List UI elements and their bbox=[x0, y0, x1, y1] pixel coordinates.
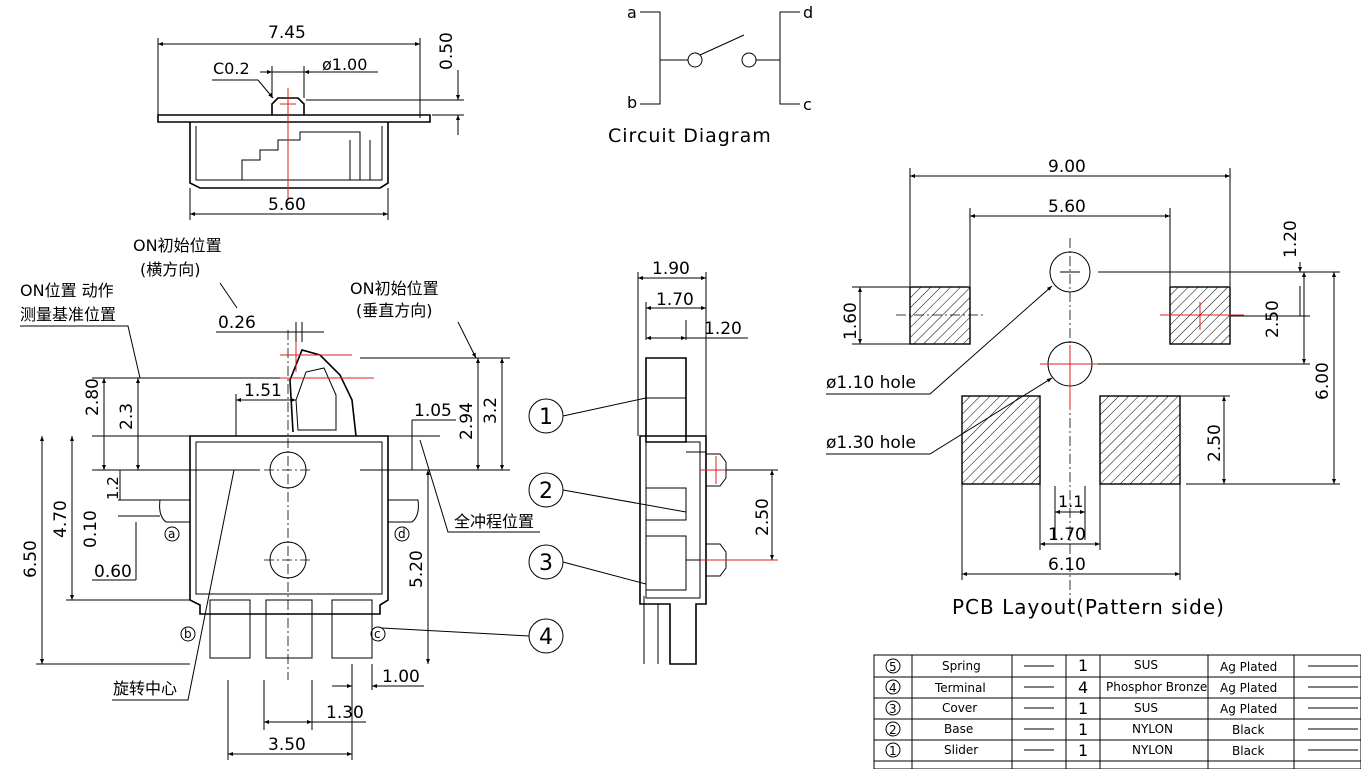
note-full-travel: 全冲程位置 bbox=[454, 512, 534, 531]
dim-dia-1-00: ø1.00 bbox=[322, 55, 367, 74]
bom-row: 3 Cover 1 SUS Ag Plated bbox=[885, 699, 1358, 718]
circuit-label-a: a bbox=[627, 3, 637, 22]
terminal-label-a: a bbox=[168, 527, 175, 541]
pcb-layout: 9.00 5.60 1.20 2.50 6.00 1.60 2.50 bbox=[826, 157, 1340, 619]
circuit-label-b: b bbox=[627, 93, 637, 112]
pcb-hole-1-30: ø1.30 hole bbox=[826, 433, 916, 453]
front-view: ON初始位置 (横方向) ON位置 动作 测量基准位置 ON初始位置 (垂直方向… bbox=[20, 236, 540, 760]
bom-qty: 1 bbox=[1078, 741, 1088, 760]
pcb-dim-2-50-b: 2.50 bbox=[1205, 424, 1225, 462]
dim-6-50: 6.50 bbox=[21, 540, 41, 578]
dim-1-20: 1.20 bbox=[704, 319, 742, 339]
pcb-dim-6-10: 6.10 bbox=[1048, 555, 1086, 575]
note-on-initial-h-2: (横方向) bbox=[140, 260, 201, 279]
dim-4-70: 4.70 bbox=[51, 500, 71, 538]
balloon-4: 4 bbox=[539, 625, 553, 650]
note-on-initial-v-1: ON初始位置 bbox=[350, 279, 439, 298]
pcb-dim-2-50-a: 2.50 bbox=[1263, 300, 1283, 338]
pcb-dim-1-20: 1.20 bbox=[1281, 220, 1301, 258]
bom-material: SUS bbox=[1134, 701, 1158, 715]
circuit-diagram: a b d c Circuit Diagram bbox=[608, 3, 813, 147]
bom-finish: Black bbox=[1232, 744, 1265, 758]
pcb-hole-1-10: ø1.10 hole bbox=[826, 373, 916, 393]
side-view: 1.90 1.70 1.20 2.50 1 2 3 bbox=[381, 259, 778, 665]
bom-finish: Ag Plated bbox=[1220, 702, 1277, 716]
top-view: 7.45 C0.2 ø1.00 0.50 5.60 bbox=[157, 23, 464, 220]
terminal-label-c: c bbox=[374, 627, 381, 641]
balloon-1: 1 bbox=[539, 405, 553, 430]
balloon-3: 3 bbox=[539, 551, 553, 576]
note-on-measure-2: 测量基准位置 bbox=[20, 305, 116, 324]
bom-item-no: 2 bbox=[889, 723, 897, 737]
dim-1-2: 1.2 bbox=[104, 476, 122, 500]
bom-item-no: 3 bbox=[889, 702, 897, 716]
pcb-title: PCB Layout(Pattern side) bbox=[952, 595, 1225, 619]
dim-2-94: 2.94 bbox=[457, 402, 477, 440]
bom-part-name: Base bbox=[944, 722, 973, 736]
bom-finish: Ag Plated bbox=[1220, 660, 1277, 674]
bom-qty: 1 bbox=[1078, 720, 1088, 739]
bom-finish: Ag Plated bbox=[1220, 681, 1277, 695]
pcb-dim-1-70: 1.70 bbox=[1048, 525, 1086, 545]
bom-part-name: Cover bbox=[942, 701, 977, 715]
bom-item-no: 1 bbox=[889, 744, 897, 758]
dim-1-70: 1.70 bbox=[656, 290, 694, 310]
dim-2-3: 2.3 bbox=[117, 403, 137, 430]
circuit-label-d: d bbox=[803, 3, 813, 22]
bom-row: 2 Base 1 NYLON Black bbox=[885, 720, 1358, 739]
bom-part-name: Terminal bbox=[934, 681, 986, 695]
dim-5-60-top: 5.60 bbox=[268, 195, 306, 215]
pcb-dim-9-00: 9.00 bbox=[1048, 157, 1086, 177]
bom-part-name: Slider bbox=[944, 743, 978, 757]
pcb-dim-5-60: 5.60 bbox=[1048, 197, 1086, 217]
dim-0-26: 0.26 bbox=[218, 313, 256, 333]
bom-row: 4 Terminal 4 Phosphor Bronze Ag Plated bbox=[885, 678, 1358, 697]
dim-0-10: 0.10 bbox=[81, 510, 101, 548]
note-rotation-center: 旋转中心 bbox=[113, 679, 177, 698]
dim-0-60: 0.60 bbox=[94, 562, 132, 582]
dim-1-30: 1.30 bbox=[326, 703, 364, 723]
bom-material: Phosphor Bronze bbox=[1106, 680, 1207, 694]
bom-material: NYLON bbox=[1132, 743, 1173, 757]
bom-item-no: 4 bbox=[889, 681, 897, 695]
pcb-dim-1-1: 1.1 bbox=[1058, 492, 1083, 511]
bom-row: 1 Slider 1 NYLON Black bbox=[885, 741, 1358, 760]
circuit-label-c: c bbox=[803, 95, 812, 114]
dim-1-90: 1.90 bbox=[652, 259, 690, 279]
dim-7-45: 7.45 bbox=[268, 23, 306, 43]
terminal-label-d: d bbox=[398, 527, 406, 541]
dim-3-50: 3.50 bbox=[268, 735, 306, 755]
terminal-label-b: b bbox=[184, 627, 192, 641]
bom-item-no: 5 bbox=[889, 660, 897, 674]
pcb-dim-6-00: 6.00 bbox=[1313, 362, 1333, 400]
note-on-measure-1: ON位置 动作 bbox=[20, 281, 114, 300]
bom-table: 5 Spring 1 SUS Ag Plated 4 Terminal 4 Ph… bbox=[873, 654, 1361, 769]
dim-1-00: 1.00 bbox=[382, 667, 420, 687]
dim-3-2: 3.2 bbox=[481, 397, 501, 424]
dim-c0-2: C0.2 bbox=[213, 59, 250, 78]
note-on-initial-v-2: (垂直方向) bbox=[356, 301, 433, 320]
dim-1-05: 1.05 bbox=[414, 401, 452, 421]
dim-0-50: 0.50 bbox=[437, 32, 457, 70]
bom-finish: Black bbox=[1232, 723, 1265, 737]
bom-qty: 1 bbox=[1078, 656, 1088, 675]
pcb-dim-1-60: 1.60 bbox=[841, 302, 861, 340]
balloon-2: 2 bbox=[539, 479, 553, 504]
dim-5-20: 5.20 bbox=[407, 550, 427, 588]
note-on-initial-h-1: ON初始位置 bbox=[133, 236, 222, 255]
dim-1-51: 1.51 bbox=[244, 381, 282, 401]
bom-row: 5 Spring 1 SUS Ag Plated bbox=[885, 656, 1358, 675]
bom-material: SUS bbox=[1134, 658, 1158, 672]
bom-qty: 1 bbox=[1078, 699, 1088, 718]
dim-2-50-side: 2.50 bbox=[753, 498, 773, 536]
bom-material: NYLON bbox=[1132, 722, 1173, 736]
circuit-title: Circuit Diagram bbox=[608, 125, 772, 147]
dim-2-80: 2.80 bbox=[83, 378, 103, 416]
bom-part-name: Spring bbox=[942, 659, 981, 673]
bom-qty: 4 bbox=[1078, 678, 1088, 697]
